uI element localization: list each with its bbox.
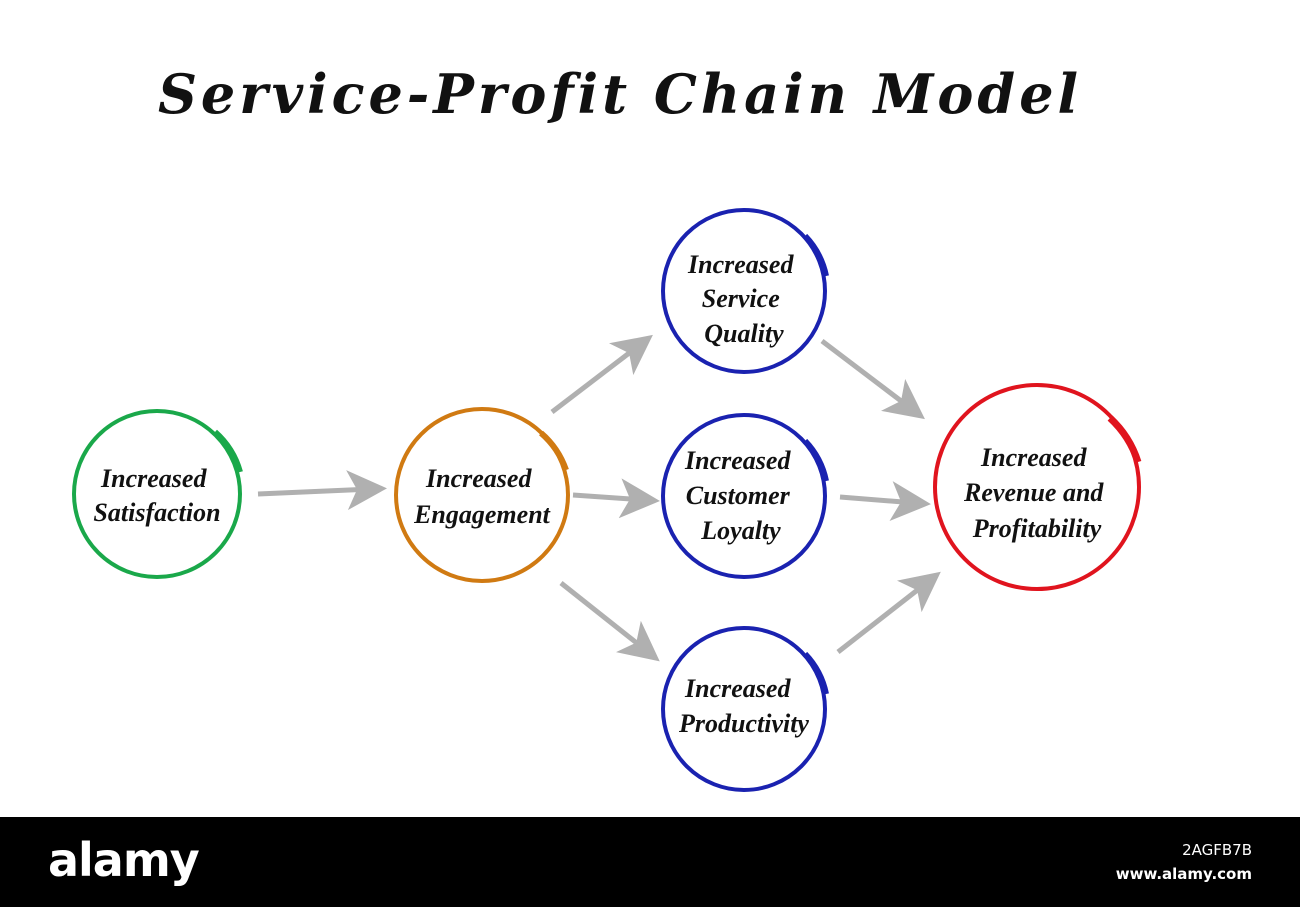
node-satisfaction: Increased Satisfaction (72, 409, 243, 579)
node-productivity: Increased Productivity (661, 626, 829, 792)
circle-swoosh (802, 233, 829, 277)
image-id: 2AGFB7B (1182, 841, 1252, 859)
arrow-engagement-to-productivity (559, 581, 660, 662)
node-label: Increased Engagement (413, 464, 551, 529)
node-service-quality: Increased Service Quality (661, 208, 829, 374)
diagram-svg: Increased Satisfaction Increased Engagem… (72, 208, 1142, 792)
circle-swoosh (538, 430, 569, 472)
node-revenue-profitability: Increased Revenue and Profitability (933, 383, 1142, 591)
circle-swoosh (1107, 415, 1142, 464)
node-circle (72, 409, 242, 579)
circle-swoosh (802, 651, 829, 695)
watermark-footer: alamy 2AGFB7B www.alamy.com (0, 817, 1300, 907)
circle-swoosh (802, 438, 829, 482)
node-circle (394, 407, 570, 583)
circle-swoosh (212, 429, 243, 473)
arrow-satisfaction-to-engagement (257, 470, 387, 511)
site-url: www.alamy.com (1115, 865, 1252, 883)
arrow-engagement-to-service-quality (550, 334, 653, 414)
arrow-service-quality-to-revenue (820, 339, 925, 420)
node-label: Increased Service Quality (687, 250, 800, 348)
node-label: Increased Customer Loyalty (684, 446, 797, 545)
diagram-title: Service-Profit Chain Model (157, 62, 1083, 126)
node-label: Increased Revenue and Profitability (963, 443, 1110, 543)
brand-logo: alamy (48, 833, 200, 887)
arrow-productivity-to-revenue (836, 571, 941, 654)
arrow-customer-loyalty-to-revenue (839, 481, 931, 521)
node-circle (661, 413, 827, 579)
node-label: Increased Satisfaction (93, 464, 220, 527)
node-circle (933, 383, 1141, 591)
node-circle (661, 208, 827, 374)
node-customer-loyalty: Increased Customer Loyalty (661, 413, 829, 579)
diagram-canvas: Service-Profit Chain Model Increased Sat… (72, 62, 1142, 792)
node-engagement: Increased Engagement (394, 407, 570, 583)
arrows (257, 334, 941, 662)
arrow-engagement-to-customer-loyalty (572, 478, 660, 519)
node-label: Increased Productivity (678, 674, 809, 738)
node-circle (661, 626, 827, 792)
